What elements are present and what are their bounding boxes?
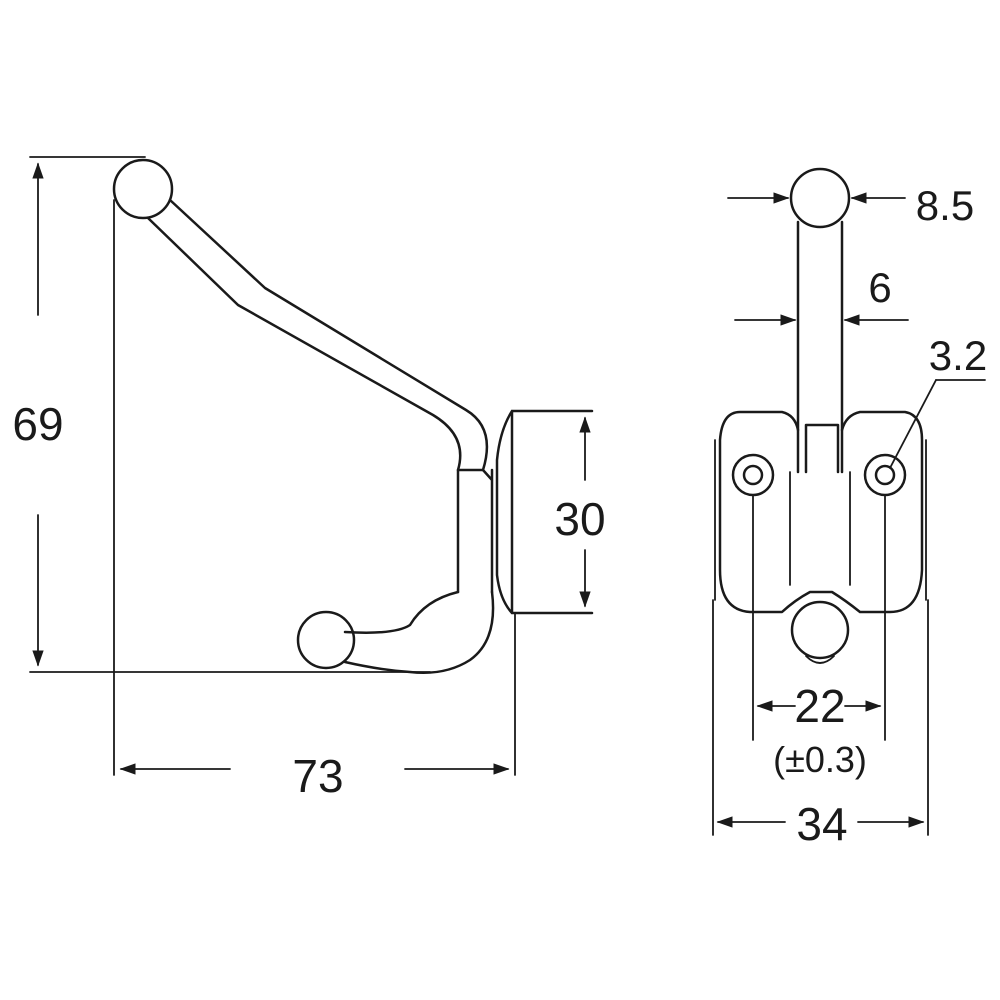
dim-base-height: 30 bbox=[554, 493, 605, 545]
dim-base-width: 34 bbox=[796, 798, 847, 850]
front-top-ball bbox=[789, 167, 851, 229]
right-screw-hole-inner bbox=[874, 464, 896, 486]
front-base-inner bbox=[714, 439, 927, 601]
front-lower-ball bbox=[790, 600, 850, 660]
dim-hole-pitch-tolerance: (±0.3) bbox=[773, 739, 867, 780]
left-screw-hole-inner bbox=[742, 464, 764, 486]
side-lower-ball bbox=[296, 610, 356, 670]
front-arm bbox=[796, 220, 844, 474]
dim-hole-diameter: 3.2 bbox=[929, 332, 987, 379]
left-screw-hole-outer bbox=[731, 453, 775, 497]
dim-arm-width: 6 bbox=[868, 264, 891, 311]
dim-width-total: 73 bbox=[292, 750, 343, 802]
side-view: 69 73 30 bbox=[12, 156, 606, 802]
dim-hole-pitch: 22 bbox=[794, 680, 845, 732]
front-base-plate bbox=[718, 410, 924, 614]
side-lower-hook bbox=[343, 590, 495, 674]
side-upper-arm bbox=[146, 198, 489, 472]
front-view: 8.5 6 3.2 22 (±0.3) 34 bbox=[712, 167, 987, 850]
dim-height-total: 69 bbox=[12, 398, 63, 450]
dim-3-2-leader bbox=[889, 379, 937, 469]
right-screw-hole-outer bbox=[863, 453, 907, 497]
side-top-ball bbox=[112, 158, 174, 220]
dim-ball-diameter: 8.5 bbox=[916, 182, 974, 229]
side-base-block bbox=[495, 409, 594, 615]
front-lower-neck bbox=[805, 655, 835, 664]
side-neck bbox=[456, 468, 494, 594]
